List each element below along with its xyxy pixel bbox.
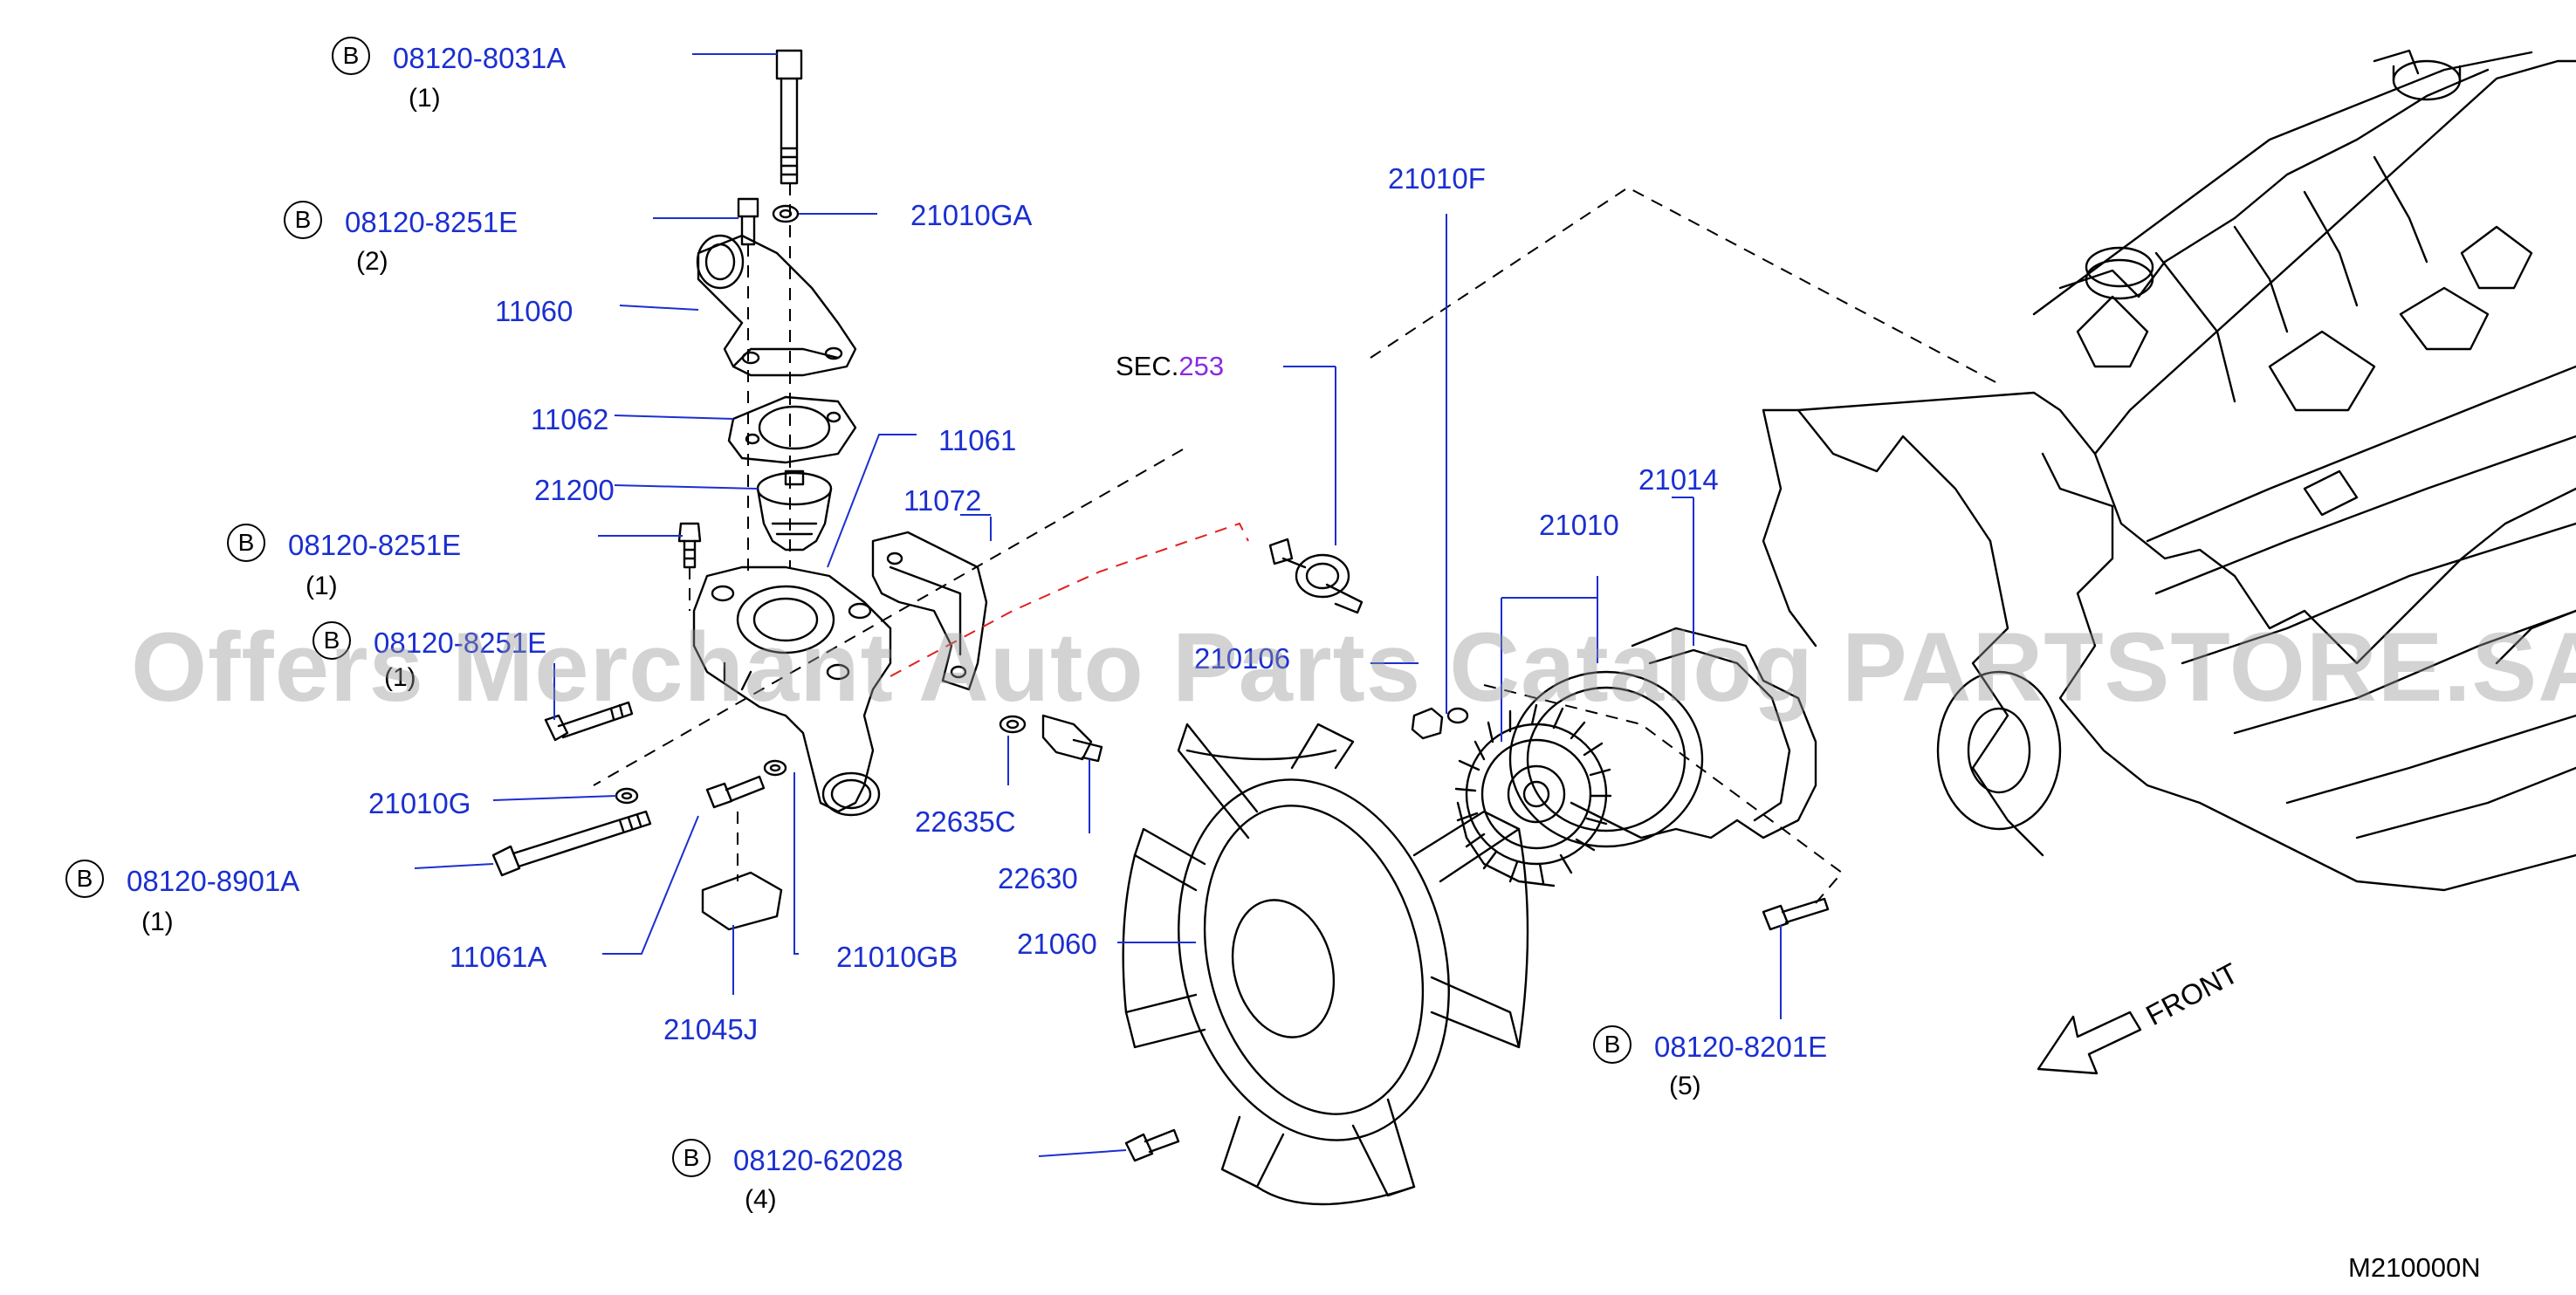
engine-block-drawing — [1762, 49, 2576, 892]
qty-label: (5) — [1669, 1072, 1701, 1100]
cooling-fan-drawing — [1122, 723, 1529, 1206]
part-label-21060[interactable]: 21060 — [1017, 928, 1097, 960]
part-label-22635C[interactable]: 22635C — [915, 805, 1016, 838]
part-label-11061A[interactable]: 11061A — [450, 941, 547, 973]
part-label-21010[interactable]: 21010 — [1539, 509, 1619, 541]
part-label-08120-8251E[interactable]: 08120-8251E — [374, 627, 547, 659]
part-label-21010GA[interactable]: 21010GA — [910, 199, 1033, 231]
qty-label: (2) — [356, 247, 388, 276]
qty-label: (1) — [306, 572, 338, 600]
part-label-22630[interactable]: 22630 — [998, 862, 1078, 894]
qty-label: (1) — [409, 84, 441, 113]
bolt-badge-08120-8201E: B — [1593, 1025, 1631, 1064]
part-label-08120-62028[interactable]: 08120-62028 — [733, 1144, 903, 1176]
water-pump-drawing — [1454, 627, 1817, 887]
section-number: 253 — [1178, 351, 1225, 381]
bolt-badge-08120-8901A: B — [65, 860, 104, 898]
part-label-21014[interactable]: 21014 — [1638, 463, 1719, 496]
diagram-id: M210000N — [2348, 1252, 2481, 1283]
part-label-21010F[interactable]: 21010F — [1388, 162, 1486, 195]
bolt-badge-08120-8251E: B — [284, 201, 322, 239]
section-prefix: SEC. — [1116, 351, 1179, 381]
thermostat-housing-drawing — [491, 49, 1830, 1162]
part-label-21045J[interactable]: 21045J — [663, 1013, 759, 1045]
bolt-badge-08120-8251E: B — [227, 524, 265, 562]
front-arrow-drawing — [2037, 1011, 2142, 1075]
bolt-badge-08120-8031A: B — [332, 37, 370, 75]
part-label-11060[interactable]: 11060 — [495, 295, 574, 327]
part-label-08120-8201E[interactable]: 08120-8201E — [1654, 1031, 1828, 1063]
part-label-08120-8031A[interactable]: 08120-8031A — [393, 42, 567, 74]
bolt-badge-08120-8251E: B — [313, 621, 351, 660]
front-direction-label: FRONT — [2140, 956, 2243, 1032]
part-label-08120-8251E[interactable]: 08120-8251E — [345, 206, 519, 238]
part-label-21010G[interactable]: 21010G — [368, 787, 471, 819]
bolt-badge-08120-62028: B — [672, 1139, 711, 1177]
part-label-21200[interactable]: 21200 — [534, 474, 615, 506]
part-label-11061[interactable]: 11061 — [938, 424, 1017, 456]
qty-label: (4) — [745, 1185, 777, 1214]
qty-label: (1) — [384, 663, 416, 692]
part-label-21010GB[interactable]: 21010GB — [836, 941, 958, 973]
watermark: Offers Merchant Auto Parts Catalog PARTS… — [131, 613, 2576, 722]
leader-lines — [414, 53, 1782, 1157]
red-dashed-line — [890, 522, 1249, 677]
section-reference[interactable]: SEC.253 — [1116, 353, 1224, 380]
assembly-dashed-lines — [593, 183, 2000, 904]
part-label-11062[interactable]: 11062 — [531, 403, 609, 435]
part-label-08120-8901A[interactable]: 08120-8901A — [127, 865, 300, 897]
part-label-11072[interactable]: 11072 — [903, 484, 982, 517]
qty-label: (1) — [141, 908, 174, 936]
part-label-08120-8251E[interactable]: 08120-8251E — [288, 529, 462, 561]
part-label-210106[interactable]: 210106 — [1194, 642, 1291, 675]
